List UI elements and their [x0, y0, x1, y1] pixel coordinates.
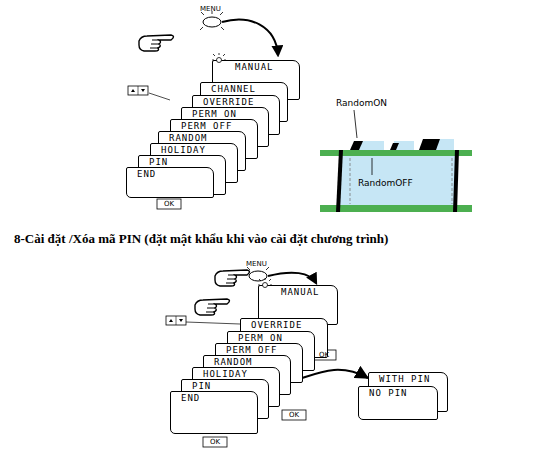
hand-icon — [215, 270, 250, 286]
card-label: RANDOM — [204, 356, 290, 367]
card-label: PIN — [182, 380, 268, 391]
callout-label: MENU — [200, 4, 221, 14]
callout-label: MENU — [246, 259, 267, 269]
card-label: PERM ON — [228, 332, 314, 343]
leader-line — [186, 322, 240, 324]
callout-label: RandomOFF — [358, 178, 413, 188]
card-label: MANUAL — [213, 61, 299, 72]
random-timing-diagram — [320, 110, 472, 212]
callout-label: RandomON — [336, 98, 387, 108]
card-label: PIN — [139, 156, 225, 167]
card-label: END — [171, 392, 257, 403]
menu-button — [200, 11, 224, 30]
button-label: OK — [164, 199, 174, 209]
card-label: RANDOM — [159, 132, 245, 143]
button-label: OK — [210, 437, 220, 447]
menu-button — [247, 267, 269, 281]
card-label: OVERRIDE — [193, 96, 279, 107]
card-label: MANUAL — [259, 286, 337, 297]
section-heading: 8-Cài đặt /Xóa mã PIN (đặt mật khẩu khi … — [14, 231, 388, 247]
ok-button — [282, 410, 306, 420]
card-label: CHANNEL — [201, 83, 287, 94]
arrow-buttons — [166, 316, 186, 325]
button-label: OK — [289, 410, 299, 420]
card-label: HOLIDAY — [151, 144, 237, 155]
card-label: PERM OFF — [216, 344, 302, 355]
blink-icon — [212, 53, 226, 63]
hand-icon — [139, 35, 174, 51]
menu-arrow — [222, 20, 278, 55]
leader-line — [149, 93, 170, 100]
card-label: END — [127, 168, 213, 179]
card-label: WITH PIN — [369, 373, 447, 384]
ok-button — [157, 199, 181, 209]
card-label: OVERRIDE — [241, 319, 327, 330]
blink-icon — [258, 278, 272, 288]
card-label: NO PIN — [359, 387, 437, 398]
card-label: HOLIDAY — [193, 368, 279, 379]
menu-card: END — [126, 167, 214, 198]
button-label: OK — [319, 350, 329, 360]
arrow-buttons — [128, 86, 148, 95]
menu-arrow — [268, 273, 316, 283]
menu-card: END — [170, 391, 258, 434]
hand-icon — [195, 299, 230, 315]
menu-card: NO PIN — [358, 386, 438, 420]
card-label: PERM ON — [182, 108, 268, 119]
card-label: PERM OFF — [171, 120, 257, 131]
ok-button — [203, 437, 227, 447]
